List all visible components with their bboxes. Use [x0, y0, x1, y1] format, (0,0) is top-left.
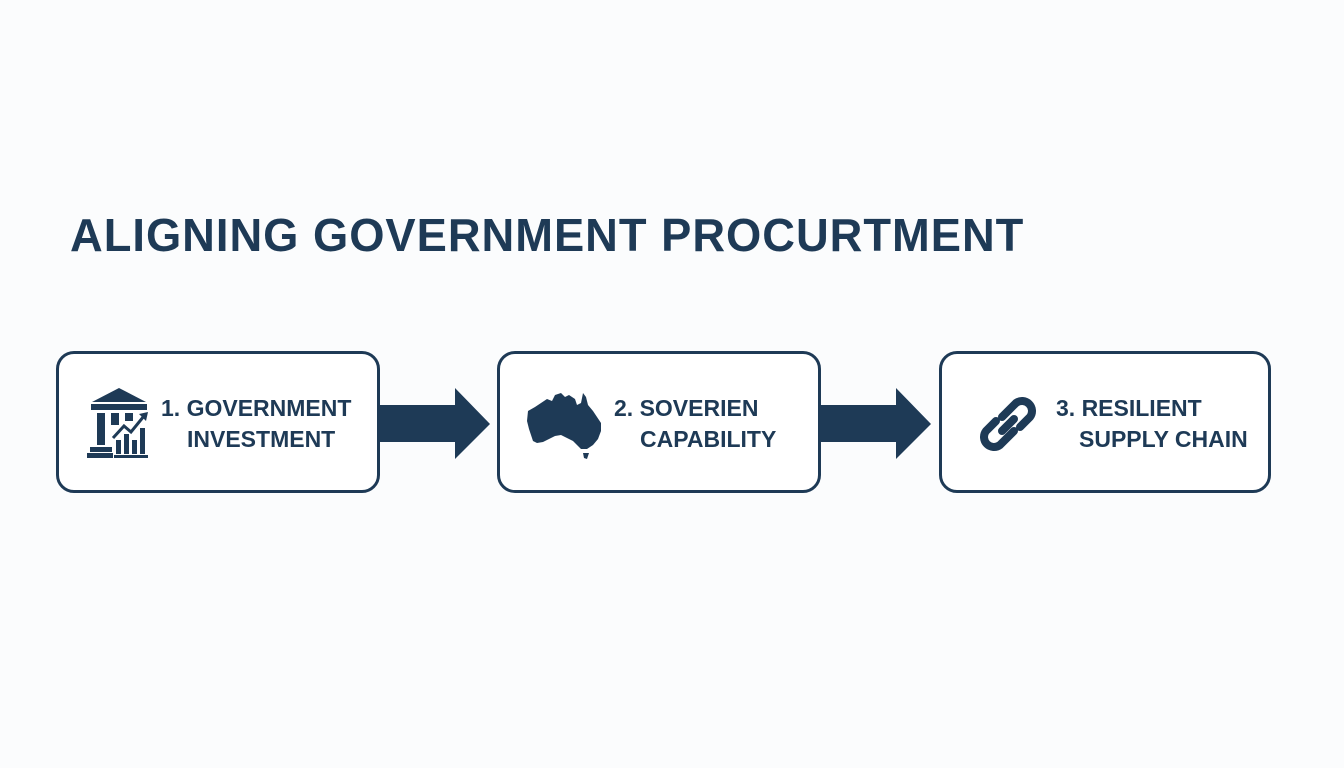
arrow-right-icon [819, 388, 931, 459]
arrow-right-icon [378, 388, 490, 459]
step-label: 3. RESILIENT SUPPLY CHAIN [1056, 393, 1248, 455]
step-label: 2. SOVERIEN CAPABILITY [614, 393, 776, 455]
step-label-line2: SUPPLY CHAIN [1079, 426, 1248, 452]
step-government-investment: 1. GOVERNMENT INVESTMENT [56, 351, 380, 493]
step-label-line1: 2. SOVERIEN [614, 395, 759, 421]
australia-map-icon [527, 393, 601, 459]
step-label-line2: INVESTMENT [187, 426, 336, 452]
step-label: 1. GOVERNMENT INVESTMENT [161, 393, 351, 455]
step-label-line1: 3. RESILIENT [1056, 395, 1202, 421]
step-label-line1: 1. GOVERNMENT [161, 395, 352, 421]
chain-link-icon [980, 397, 1036, 451]
diagram-title: ALIGNING GOVERNMENT PROCURTMENT [70, 209, 1025, 261]
step-sovereign-capability: 2. SOVERIEN CAPABILITY [497, 351, 821, 493]
government-building-growth-icon [87, 388, 148, 458]
step-label-line2: CAPABILITY [640, 426, 777, 452]
step-resilient-supply-chain: 3. RESILIENT SUPPLY CHAIN [939, 351, 1271, 493]
